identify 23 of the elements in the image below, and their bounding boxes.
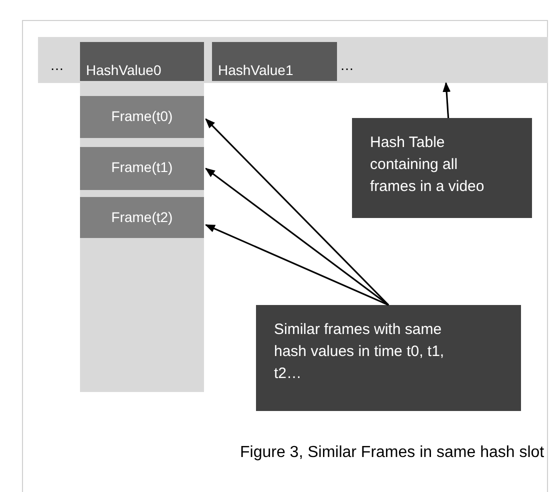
frame-box (80, 147, 204, 190)
frame-box (80, 197, 204, 238)
frame-label: Frame(t0) (110, 108, 174, 124)
arrow (204, 224, 389, 306)
frame-label: Frame(t1) (110, 159, 174, 175)
callout-text: Hash Table containing all frames in a video (370, 133, 486, 197)
hash-slot (212, 42, 337, 81)
frame-box (80, 96, 204, 138)
hash-table-bar (38, 37, 548, 83)
callout-box (256, 305, 521, 411)
hash-value-label: HashValue0 (86, 62, 162, 78)
figure-caption: Figure 3, Similar Frames in same hash slot (240, 444, 544, 462)
arrow (442, 82, 451, 118)
hash-value-label: HashValue1 (218, 62, 294, 78)
ellipsis-text: … (340, 57, 354, 73)
frame-label: Frame(t2) (110, 209, 174, 225)
ellipsis-text: … (50, 57, 64, 73)
callout-box (352, 118, 532, 218)
hash-slot (80, 42, 204, 81)
arrow (205, 168, 389, 306)
slot-column (80, 83, 204, 392)
callout-text: Similar frames with same hash values in time t0, t1, t2… (274, 320, 446, 384)
arrow (205, 118, 390, 306)
